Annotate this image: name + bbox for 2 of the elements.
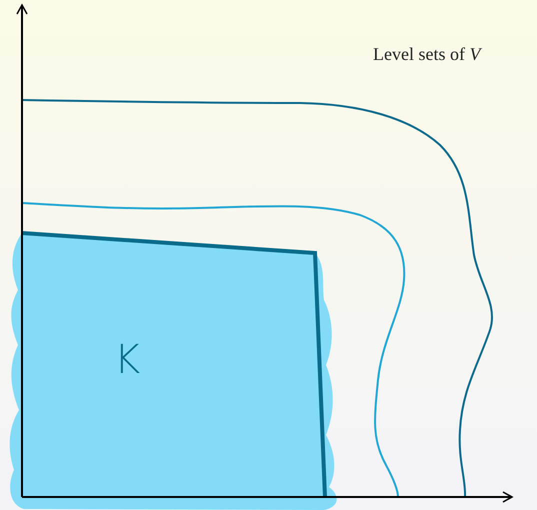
- curve-label: Level sets of V: [373, 43, 480, 66]
- region-label: K: [114, 340, 140, 380]
